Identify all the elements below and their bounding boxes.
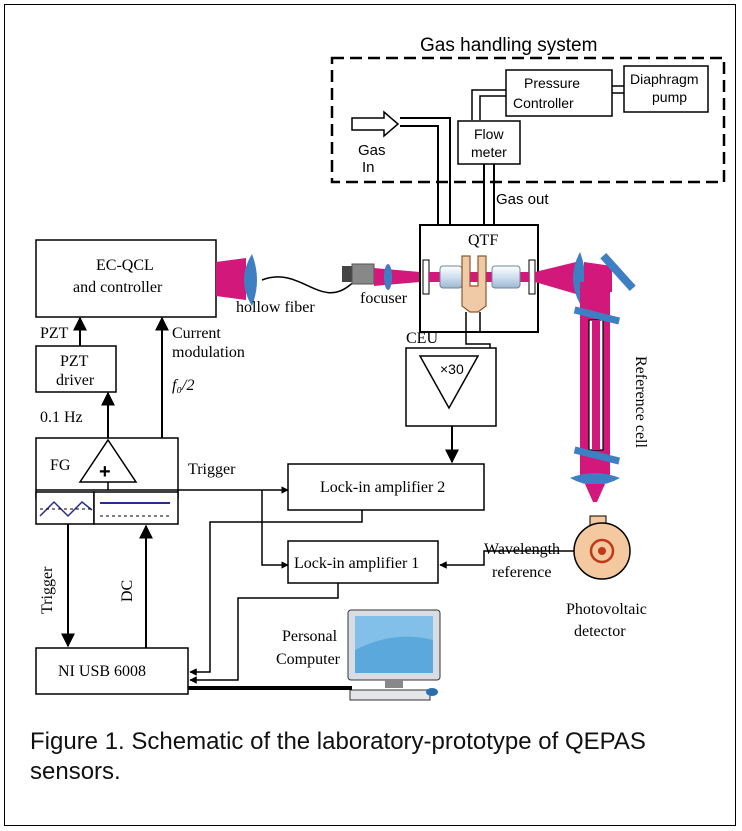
lockin-1-box: [287, 540, 439, 584]
keyboard-icon: [349, 689, 431, 701]
dc-label: DC: [119, 580, 136, 602]
flow-meter-label-1: Flow: [474, 126, 504, 142]
gain-label: ×30: [440, 361, 464, 377]
pc-label-1: Personal: [282, 628, 338, 645]
pressure-label-2: Controller: [513, 95, 574, 111]
gas-inlet-tube: [400, 117, 451, 225]
qtf-exit-beam: [535, 262, 576, 294]
pc-label-2: Computer: [276, 651, 341, 668]
detector-core: [598, 547, 606, 555]
focuser-beam: [374, 268, 420, 286]
gas-out-label: Gas out: [496, 191, 549, 208]
triangle-wave-icon: [39, 500, 93, 518]
ecqcl-box: [35, 239, 217, 318]
pressure-controller-box: [505, 69, 613, 117]
trigger-to-lockin1: [261, 490, 289, 569]
ecqcl-label-1: EC-QCL: [96, 257, 154, 274]
reference-cell-window-top: [573, 306, 621, 325]
pump-label-2: pump: [652, 89, 687, 105]
lockin-2-box: [287, 463, 485, 511]
pzt-driver-label-1: PZT: [60, 353, 89, 370]
gas-inlet-tube-2: [400, 125, 439, 225]
trigger-label-h: Trigger: [188, 461, 236, 478]
detector-ring: [589, 538, 615, 564]
flow-to-pressure-tube: [471, 89, 506, 120]
freq-label: 0.1 Hz: [40, 409, 83, 426]
trigger-label-v: Trigger: [39, 566, 56, 614]
monitor-stand: [385, 680, 403, 688]
preamp-icon: [418, 355, 480, 410]
summing-plus: +: [99, 461, 111, 483]
lockin-2-label: Lock-in amplifier 2: [320, 479, 445, 496]
pzt-driver-box: [35, 345, 117, 393]
laser-lens-icon: [244, 254, 257, 306]
qtf-window-right: [528, 259, 536, 295]
micro-resonator-tube-left: [439, 265, 463, 289]
focuser-label: focuser: [360, 290, 408, 307]
lockin1-to-ni: [189, 583, 339, 684]
beam-to-detector: [585, 484, 605, 502]
lockin-1-label: Lock-in amplifier 1: [294, 555, 419, 572]
flow-meter-label-2: meter: [471, 144, 507, 160]
ceu-label: CEU: [406, 330, 438, 347]
ni-usb-label: NI USB 6008: [58, 663, 146, 680]
wavelength-label-1: Wavelength: [484, 541, 560, 558]
fiber-connector: [342, 266, 352, 282]
focuser-lens-icon: [384, 264, 392, 290]
hollow-fiber-label: hollow fiber: [236, 299, 315, 316]
pump-label-1: Diaphragm: [630, 71, 698, 87]
fg-label: FG: [50, 457, 71, 474]
fg-dc-panel: [93, 491, 179, 525]
qtf-label: QTF: [468, 232, 498, 249]
laser-beam: [216, 258, 246, 300]
reference-cell-window-bottom: [573, 446, 621, 465]
pressure-label-1: Pressure: [524, 75, 580, 91]
figure-caption: Figure 1. Schematic of the laboratory-pr…: [30, 728, 646, 785]
gas-handling-box: [330, 56, 726, 184]
pzt-driver-label-2: driver: [56, 372, 95, 389]
ecqcl-label-2: and controller: [73, 279, 163, 296]
gas-in-label-2: In: [362, 159, 375, 176]
reference-cell-inner: [592, 320, 600, 450]
qtf-window-left: [422, 259, 430, 295]
pv-label-2: detector: [574, 623, 626, 640]
reference-cell-label: Reference cell: [632, 356, 649, 448]
fold-mirror: [600, 252, 636, 292]
monitor-screen-shine: [355, 616, 433, 650]
detector-lens-icon: [570, 473, 620, 485]
wavelength-reference-line: [439, 550, 574, 569]
micro-resonator-tube-right: [491, 265, 521, 289]
figure-frame: [4, 4, 736, 826]
diaphragm-pump-box: [623, 65, 709, 113]
focuser-body: [351, 263, 375, 285]
mouse-icon: [426, 688, 438, 696]
gas-in-arrow-icon: [351, 110, 400, 138]
wavelength-label-2: reference: [492, 564, 552, 581]
pv-label-1: Photovoltaic: [566, 601, 647, 618]
pzt-label: PZT: [40, 325, 69, 342]
f0-half-label: f₀/2: [172, 377, 194, 394]
current-label-1: Current: [172, 325, 221, 342]
gas-handling-title: Gas handling system: [420, 35, 597, 56]
fg-ramp-panel: [35, 491, 95, 525]
flow-to-pressure-tube-2: [479, 95, 506, 120]
ni-usb-box: [35, 647, 189, 695]
current-label-2: modulation: [172, 344, 245, 361]
lockin2-to-ni: [189, 510, 363, 676]
tuning-fork-icon: [461, 255, 487, 313]
gas-in-label-1: Gas: [358, 142, 386, 159]
flow-meter-box: [457, 120, 521, 165]
